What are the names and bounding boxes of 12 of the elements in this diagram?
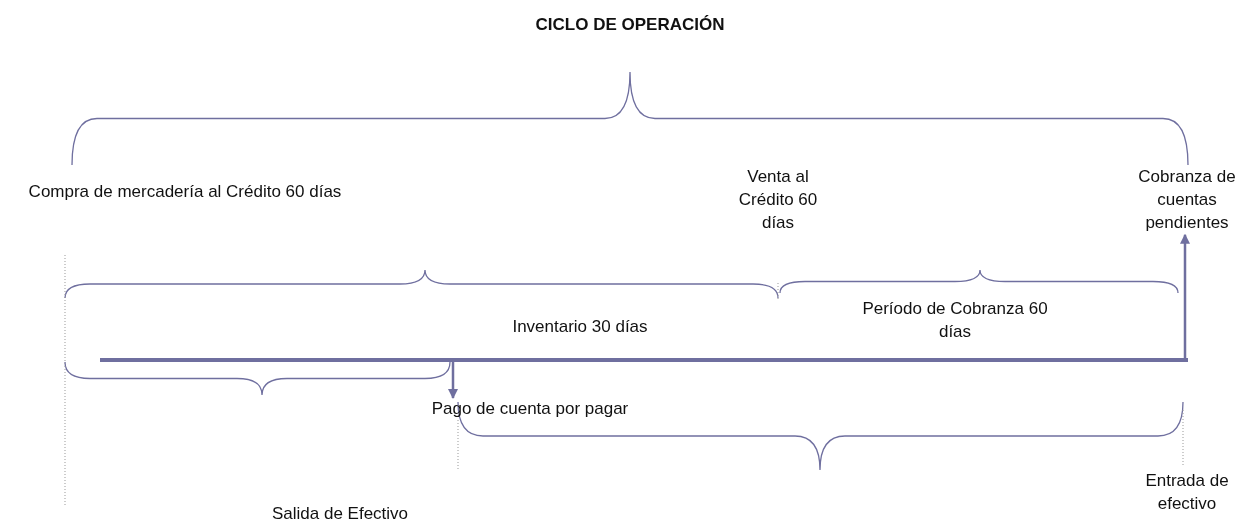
event-label: Pago de cuenta por pagar bbox=[385, 398, 675, 421]
timeline-bar bbox=[100, 358, 1188, 362]
event-label: Entrada de efectivo bbox=[1144, 470, 1230, 515]
event-label: Compra de mercadería al Crédito 60 días bbox=[27, 181, 343, 203]
period-label: Período de Cobranza 60 días bbox=[861, 298, 1049, 343]
arrow bbox=[448, 362, 458, 399]
event-label: Salida de Efectivo bbox=[270, 503, 410, 525]
arrow bbox=[1180, 233, 1190, 358]
event-label: Cobranza de cuentas pendientes bbox=[1132, 166, 1242, 235]
diagram-title: CICLO DE OPERACIÓN bbox=[534, 14, 726, 36]
event-label: Venta al Crédito 60 días bbox=[737, 166, 819, 234]
period-label: Inventario 30 días bbox=[511, 316, 649, 338]
